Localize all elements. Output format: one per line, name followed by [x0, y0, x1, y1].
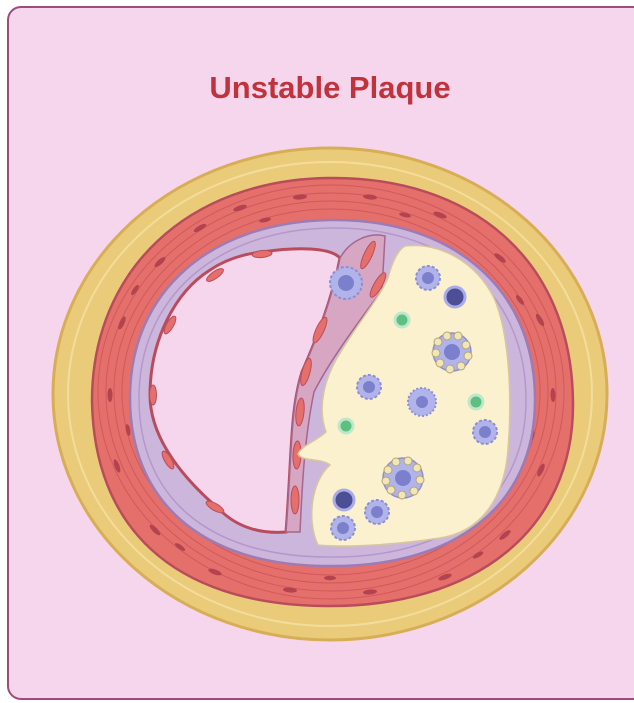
foam-cell [357, 375, 381, 399]
foam-cell [331, 516, 355, 540]
dark-lymphocyte [445, 287, 465, 307]
activated-immune-cell [408, 388, 436, 416]
t-lymphocyte [395, 313, 409, 327]
t-lymphocyte [339, 419, 353, 433]
foam-cell [473, 420, 497, 444]
foam-cell [416, 266, 440, 290]
dark-lymphocyte [334, 490, 354, 510]
macrophage-cell [330, 267, 362, 299]
foam-cell [365, 500, 389, 524]
t-lymphocyte [469, 395, 483, 409]
